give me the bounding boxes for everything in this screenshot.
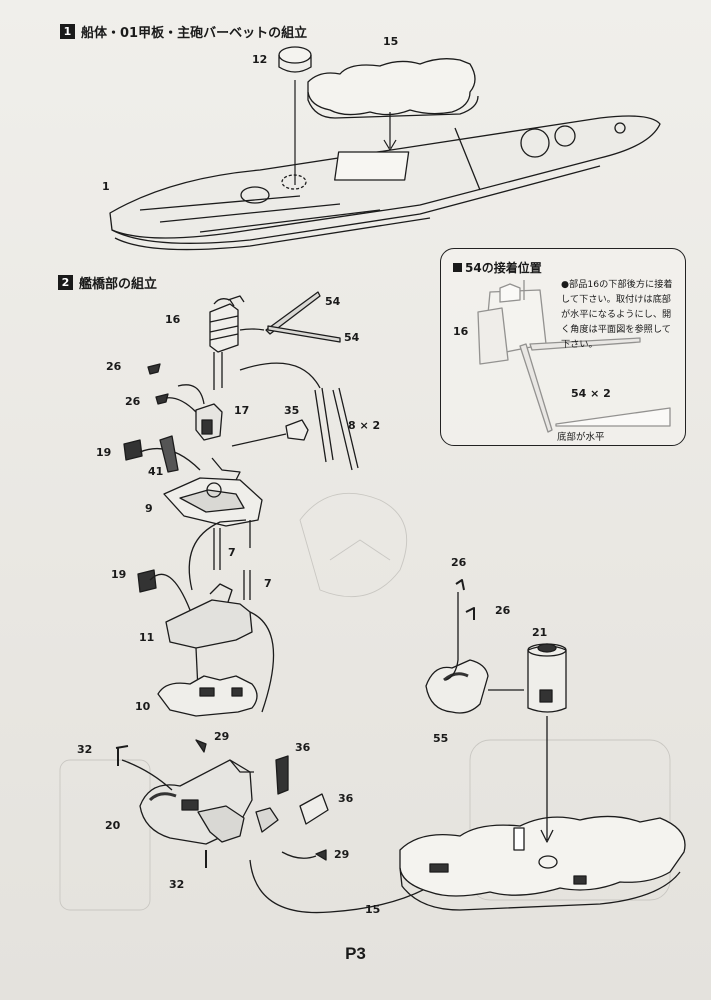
part-54-struts (239, 291, 341, 343)
part-label-19-a: 19 (96, 446, 112, 459)
part-11 (165, 583, 253, 691)
part-label-36-b: 36 (338, 792, 354, 805)
step-1-header: 1 船体・01甲板・主砲バーベットの組立 (60, 22, 307, 41)
part-label-12: 12 (252, 53, 268, 66)
part-label-54-b: 54 (344, 331, 360, 344)
part-label-32-b: 32 (169, 878, 185, 891)
part-label-21: 21 (532, 626, 548, 639)
part-label-8x2: 8 × 2 (348, 419, 381, 432)
part-label-55: 55 (433, 732, 449, 745)
part-15-deck-bottom (399, 815, 686, 911)
part-label-29-b: 29 (334, 848, 350, 861)
part-label-54-a: 54 (325, 295, 341, 308)
part-label-26-b: 26 (125, 395, 141, 408)
part-9-platform (163, 457, 263, 527)
part-label-19-b: 19 (111, 568, 127, 581)
part-label-26-a: 26 (106, 360, 122, 373)
part-label-16: 16 (165, 313, 181, 326)
page-number: P3 (345, 944, 366, 963)
attachment-inset: 54の接着位置 ●部品16の下部後方に接着して下さい。取付けは底部が水平になるよ… (440, 248, 686, 446)
part-label-20: 20 (105, 819, 121, 832)
part-label-26-d: 26 (495, 604, 511, 617)
part-label-41: 41 (148, 465, 164, 478)
part-label-32-a: 32 (77, 743, 93, 756)
part-label-15-top: 15 (383, 35, 399, 48)
part-label-29-a: 29 (214, 730, 230, 743)
part-label-15-bottom: 15 (365, 903, 381, 916)
step-2-header: 2 艦橋部の組立 (58, 273, 157, 292)
part-17 (177, 384, 223, 441)
arrow-to-hull (294, 80, 397, 185)
inset-part-54x2: 54 × 2 (571, 387, 611, 400)
step-2-title: 艦橋部の組立 (79, 277, 158, 292)
part-label-10: 10 (135, 700, 151, 713)
part-20 (139, 759, 254, 845)
part-16-tower (209, 295, 245, 390)
step-1-title: 船体・01甲板・主砲バーベットの組立 (81, 26, 308, 41)
inset-bottom-label: 底部が水平 (557, 432, 605, 443)
part-label-26-c: 26 (451, 556, 467, 569)
part-label-9: 9 (145, 502, 153, 515)
part-21 (527, 643, 567, 843)
hull-part-1 (109, 115, 661, 251)
inset-part-16: 16 (453, 325, 469, 338)
part-8-poles (239, 362, 359, 471)
part-55 (425, 659, 524, 714)
part-10 (157, 611, 275, 717)
part-label-7-b: 7 (264, 577, 272, 590)
step-2-badge: 2 (58, 275, 73, 290)
part-label-7-a: 7 (228, 546, 236, 559)
inset-title: 54の接着位置 (453, 259, 542, 276)
step-1-badge: 1 (60, 24, 75, 39)
part-15-deck-top (307, 58, 479, 119)
part-label-17: 17 (234, 404, 250, 417)
part-label-36-a: 36 (295, 741, 311, 754)
part-label-11: 11 (139, 631, 155, 644)
part-label-1: 1 (102, 180, 110, 193)
part-label-35: 35 (284, 404, 300, 417)
inset-note: ●部品16の下部後方に接着して下さい。取付けは底部が水平になるようにし、開く角度… (561, 279, 673, 350)
part-12-barbette (278, 46, 312, 73)
